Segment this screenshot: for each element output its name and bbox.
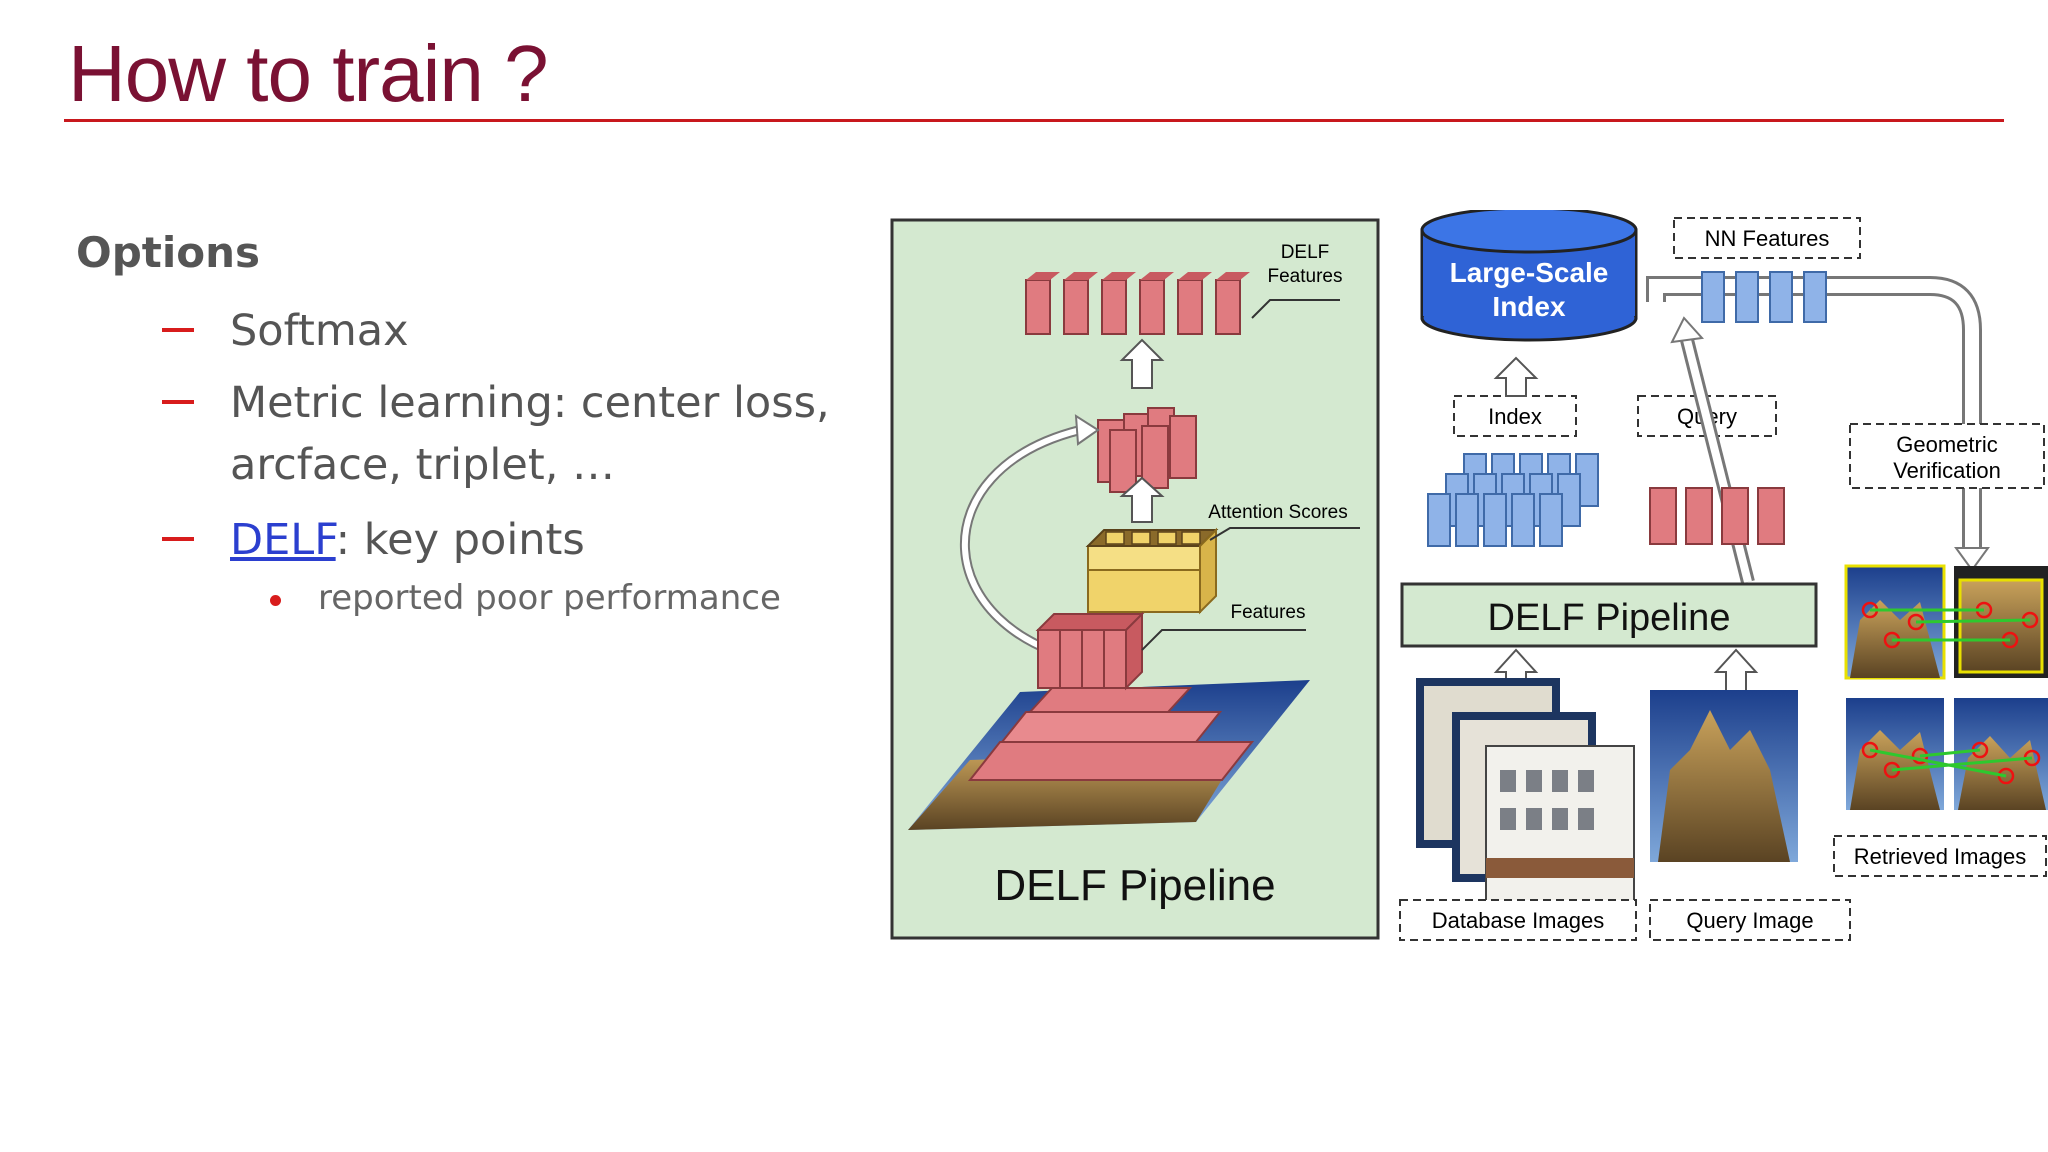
left-pipeline-label: DELF Pipeline [994,861,1275,910]
delf-link[interactable]: DELF [230,515,336,565]
bullet-delf-text: DELF: key points [230,509,585,571]
delf-figure: DELF Features Attention Scores [890,210,2048,941]
geometric-verification-line2: Verification [1893,458,2001,483]
index-label: Index [1488,404,1542,429]
retrieved-images-label: Retrieved Images [1854,844,2026,869]
query-feature-blocks [1649,487,1785,545]
geometric-verification-box [1849,423,2045,489]
database-images-box [1399,899,1637,941]
delf-pipeline-box [1400,582,1818,648]
database-images [1416,678,1635,915]
features-blocks [1035,611,1145,691]
bullet-metric-learning-line2: arcface, triplet, … [230,440,616,490]
right-pipeline-label: DELF Pipeline [1488,597,1731,639]
selected-features-blocks [1097,407,1197,493]
nn-features-box [1673,217,1861,259]
bullet-dash [162,328,194,332]
up-arrow-icon [1493,356,1539,397]
query-image-label: Query Image [1686,908,1813,933]
delf-features-label-line2: Features [1268,266,1343,287]
bullet-softmax-text: Softmax [230,306,409,356]
large-scale-index-cylinder: Large-Scale Index [1420,210,1638,342]
sub-bullet-text: reported poor performance [318,578,781,618]
bullet-delf-rest: : key points [335,515,585,565]
index-box [1453,395,1577,437]
index-title-line1: Large-Scale [1450,257,1609,288]
delf-features-blocks [1025,272,1250,335]
geometric-verification-line1: Geometric [1896,432,1997,457]
delf-features-label-line1: DELF [1281,242,1330,263]
index-title-line2: Index [1492,291,1566,322]
bullet-metric-learning-line1: Metric learning: center loss, [230,378,830,428]
sub-bullet-dot [270,595,281,606]
down-arrow-icon [1954,547,1990,572]
retrieved-images [1844,564,2048,810]
nn-feature-blocks [1701,271,1827,323]
up-arrow-icon [1119,338,1165,389]
bullet-dash [162,400,194,404]
database-images-label: Database Images [1432,908,1604,933]
query-image-box [1649,899,1851,941]
up-arrow-icon [1119,476,1165,523]
attention-scores-label: Attention Scores [1208,502,1347,523]
retrieved-images-box [1833,835,2047,877]
attention-scores-block [1085,527,1219,615]
slide-title: How to train ? [68,29,549,118]
up-arrow-icon [1713,648,1759,693]
index-feature-blocks [1427,453,1599,547]
options-heading: Options [76,228,260,277]
title-underline [64,119,2004,122]
query-image [1650,690,1798,862]
bullet-dash [162,537,194,541]
retrieval-diagram: Large-Scale Index NN Features Index Quer… [1399,210,2048,941]
curved-arrow-head-icon [1074,414,1100,446]
nn-features-label: NN Features [1705,226,1830,251]
delf-pipeline-panel: DELF Features Attention Scores [890,218,1380,940]
features-label: Features [1231,602,1306,623]
cnn-pyramid [967,687,1255,781]
